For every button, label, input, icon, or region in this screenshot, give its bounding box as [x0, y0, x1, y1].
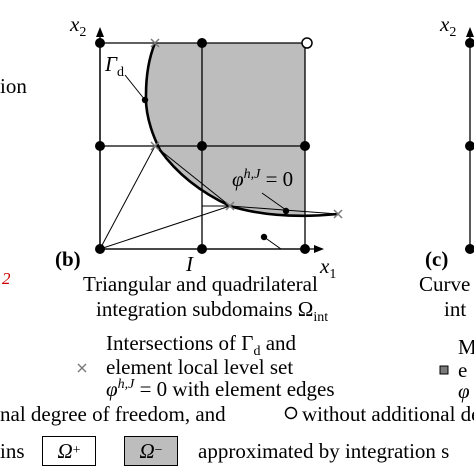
axis-y-label: x2	[70, 12, 87, 41]
panel-b-caption-line2: integration subdomains Ωint	[96, 297, 329, 326]
intersection-crosses	[150, 38, 343, 219]
legend-cross-icon	[77, 363, 87, 373]
axis-x-arrow	[314, 245, 324, 253]
axis-y-arrow	[96, 27, 104, 37]
legend-square-line1: M	[458, 335, 474, 359]
legend-square-icon	[439, 365, 449, 375]
left-fragment-power: 2	[2, 269, 11, 288]
omega-minus-region	[145, 43, 305, 216]
legend-dof-text-right: without additional de	[302, 402, 474, 426]
open-node	[301, 37, 313, 49]
leader-lines	[124, 74, 287, 250]
legend-omega-plus-box: Ω+	[42, 436, 96, 466]
nodes	[95, 38, 310, 254]
panel-b-tag: (b)	[55, 247, 81, 271]
axis-x-label: x1	[320, 254, 337, 283]
legend-cross-line3: φh,J = 0 with element edges	[106, 377, 335, 401]
left-fragment-text: ion	[0, 74, 27, 98]
panel-c-caption-line2: int	[444, 297, 467, 321]
legend-square-line2: e	[458, 358, 468, 382]
panel-c-axis-y-label: x2	[440, 12, 457, 41]
legend-cross-line1: Intersections of Γd and	[106, 331, 297, 360]
legend-open-circle-icon	[284, 406, 298, 420]
node-i-label: I	[186, 252, 193, 276]
panel-c-tag: (c)	[425, 247, 449, 271]
legend-square-line3: φ	[458, 379, 470, 403]
legend-approx-text: approximated by integration s	[198, 439, 450, 463]
gamma-curve	[144, 42, 339, 218]
legend-omega-minus-box: Ω−	[124, 436, 178, 466]
legend-domain-text: ins	[0, 439, 25, 463]
gamma-label: Γd	[105, 52, 124, 81]
panel-c-caption-line1: Curve	[419, 272, 471, 296]
panel-b-caption-line1: Triangular and quadrilateral	[83, 272, 318, 296]
phi-label: φh,J = 0	[232, 167, 294, 191]
panel-c-axis	[465, 27, 474, 254]
legend-cross-line2: element local level set	[106, 355, 294, 379]
legend-dof-text-left: nal degree of freedom, and	[0, 402, 226, 426]
